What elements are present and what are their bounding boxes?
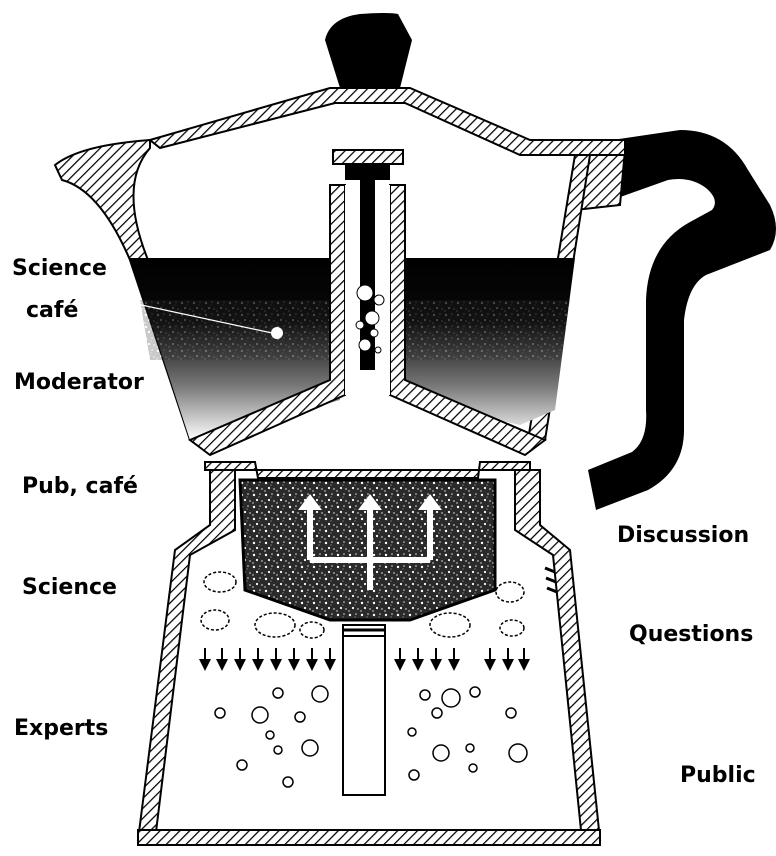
label-discussion: Discussion: [617, 525, 749, 547]
label-pub-cafe: Pub, café: [22, 476, 138, 498]
label-experts: Experts: [14, 718, 108, 740]
lid-knob: [325, 13, 412, 88]
water-boiler-right-wall: [515, 470, 600, 840]
label-moderator: Moderator: [14, 372, 144, 394]
water-boiler-left-wall: [138, 470, 235, 840]
label-science: Science: [22, 577, 117, 599]
label-public: Public: [680, 765, 756, 787]
gasket: [205, 462, 530, 478]
funnel-tube: [343, 625, 385, 795]
hinged-lid: [150, 88, 625, 155]
label-science-cafe-1: Science: [12, 258, 107, 280]
label-questions: Questions: [629, 624, 753, 646]
water-boiler-base: [138, 830, 600, 845]
label-science-cafe-2: café: [26, 300, 78, 322]
